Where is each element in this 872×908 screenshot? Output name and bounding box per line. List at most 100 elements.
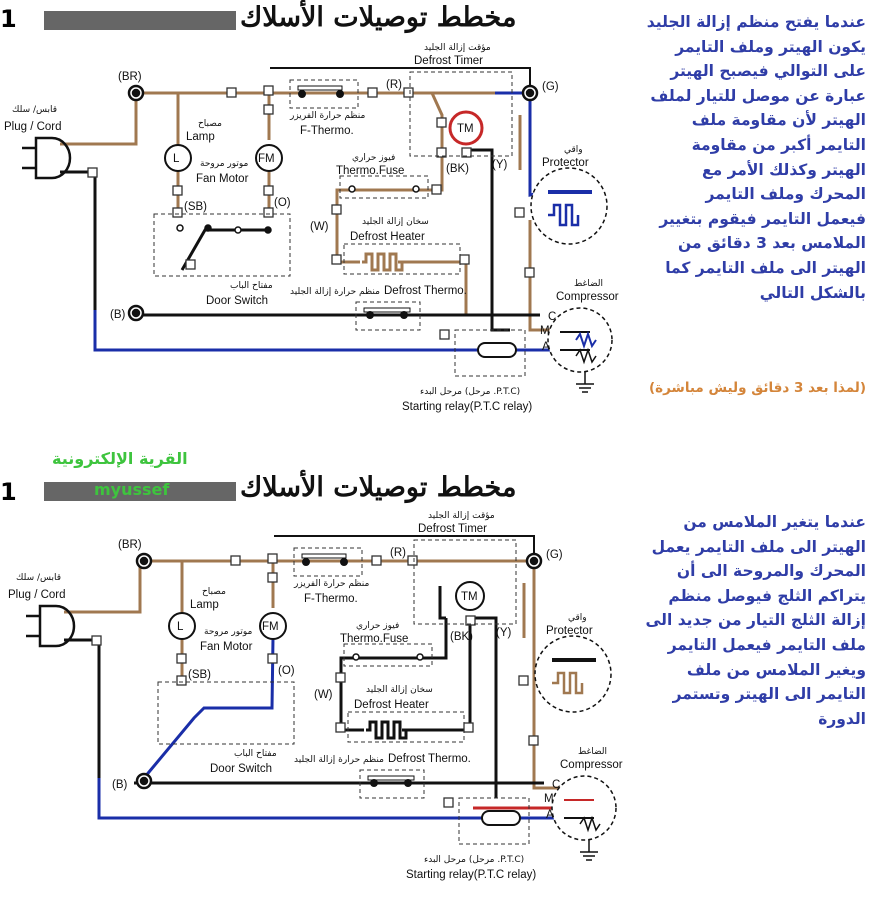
protector-icon <box>534 635 612 713</box>
compressor-icon <box>551 775 617 861</box>
note-line: الملامس بعد 3 دقائق من <box>678 234 866 253</box>
lamp-symbol: L <box>173 153 180 165</box>
sb-label: (SB) <box>188 669 211 681</box>
m-label: M <box>540 325 550 337</box>
site-name-arabic: القرية الإلكترونية <box>52 449 188 468</box>
b-label: (B) <box>112 779 128 791</box>
ptc-relay-icon <box>477 342 517 358</box>
fan-symbol: FM <box>258 153 275 165</box>
component-boxes-2 <box>157 539 530 845</box>
f-thermo-label-ar: منظم حرارة الفريزر <box>289 111 365 121</box>
heater-label: Defrost Heater <box>354 699 429 711</box>
d-thermo-label-ar: منظم حرارة إزالة الجليد <box>294 755 384 765</box>
bk-label: (BK) <box>450 631 473 643</box>
timer-symbol: TM <box>461 591 478 603</box>
f-thermo-label: F-Thermo. <box>304 593 358 605</box>
relay-label: Starting relay(P.T.C relay) <box>402 401 532 413</box>
o-label: (O) <box>274 197 291 209</box>
m-label: M <box>544 793 554 805</box>
timer-symbol: TM <box>457 123 474 135</box>
a-label: A <box>542 341 550 353</box>
d-thermo-label: Defrost Thermo. <box>388 753 471 765</box>
note-line: التايمر أكبر من مقاومة <box>691 135 866 154</box>
o-label: (O) <box>278 665 295 677</box>
fuse-label: Thermo.Fuse <box>336 165 404 177</box>
note-line: يتراكم الثلج فيوصل منظم <box>668 586 866 605</box>
timer-label-ar: مؤقت إزالة الجليد <box>424 43 491 53</box>
plug-icon <box>22 136 72 180</box>
lamp-label-ar: مصباح <box>202 587 226 597</box>
note-line: عندما يفتح منظم إزالة الجليد <box>646 13 866 31</box>
note-line: إزالة الثلج التيار من جديد الى <box>645 611 867 630</box>
component-boxes-1 <box>153 71 526 377</box>
f-thermo-icon <box>297 85 344 98</box>
note-line: عبارة عن موصل للتيار لملف <box>650 86 866 105</box>
explanation-note-top: عندما يفتح منظم إزالة الجليد يكون الهيتر… <box>622 10 866 305</box>
protector-icon <box>530 167 608 245</box>
door-switch-icon <box>176 224 272 234</box>
note-line: الهيتر لأن مقاومة ملف <box>691 111 866 130</box>
note-line: الهيتر الى ملف التايمر يعمل <box>651 537 866 556</box>
defrost-thermo-icon <box>367 775 415 787</box>
r-label: (R) <box>386 79 402 91</box>
timer-label-ar: مؤقت إزالة الجليد <box>428 511 495 521</box>
heater-icon <box>366 720 408 740</box>
fan-motor-icon <box>259 612 287 640</box>
note-line: فيعمل التايمر فيقوم بتغيير <box>659 209 866 228</box>
defrost-thermo-icon <box>363 307 411 319</box>
y-label: (Y) <box>496 627 512 639</box>
note-line: المحرك والمروحة الى أن <box>676 562 866 581</box>
compressor-label: Compressor <box>556 291 619 303</box>
compressor-label: Compressor <box>560 759 623 771</box>
protector-label: Protector <box>542 157 589 169</box>
note-line: بالشكل التالي <box>759 283 866 302</box>
diagram-number: 1 <box>0 5 17 33</box>
fan-label-ar: موتور مروحة <box>200 159 249 169</box>
lamp-label-ar: مصباح <box>198 119 222 129</box>
question-note: (لمذا بعد 3 دقائق وليش مباشرة) <box>649 380 866 396</box>
d-thermo-label: Defrost Thermo. <box>384 285 467 297</box>
f-thermo-icon <box>301 553 348 566</box>
fan-motor-icon <box>255 144 283 172</box>
title-bar <box>44 482 236 501</box>
door-switch-label: Door Switch <box>210 763 272 775</box>
thermo-fuse-icon <box>352 653 424 661</box>
diagram-number: 1 <box>0 478 17 506</box>
w-label: (W) <box>310 221 329 233</box>
lamp-label: Lamp <box>186 131 215 143</box>
note-line: ملف التايمر فيعمل التايمر <box>667 635 866 654</box>
fuse-label-ar: فيوز حراري <box>356 621 399 631</box>
y-label: (Y) <box>492 159 508 171</box>
br-label: (BR) <box>118 539 142 551</box>
protector-label-ar: واقي <box>564 145 583 155</box>
plug-label: Plug / Cord <box>8 589 66 601</box>
timer-label: Defrost Timer <box>418 523 487 535</box>
protector-label: Protector <box>546 625 593 637</box>
fan-label: Fan Motor <box>196 173 249 185</box>
relay-label: Starting relay(P.T.C relay) <box>406 869 536 881</box>
heater-icon <box>362 252 404 272</box>
plug-label: Plug / Cord <box>4 121 62 133</box>
note-line: على التوالي فيصبح الهيتر <box>670 62 866 81</box>
w-label: (W) <box>314 689 333 701</box>
c-label: C <box>548 311 556 323</box>
note-line: المحرك وملف التايمر <box>705 185 867 204</box>
protector-label-ar: واقي <box>568 613 587 623</box>
terminal-icons <box>135 552 543 790</box>
fan-label: Fan Motor <box>200 641 253 653</box>
br-label: (BR) <box>118 71 142 83</box>
note-line: ويغير الملامس من ملف <box>686 660 866 679</box>
b-label: (B) <box>110 309 126 321</box>
connectors-1 <box>87 85 535 340</box>
page-title: مخطط توصيلات الأسلاك <box>240 472 517 503</box>
g-label: (G) <box>542 81 559 93</box>
compressor-label-ar: الضاغط <box>574 279 603 289</box>
r-label: (R) <box>390 547 406 559</box>
d-thermo-label-ar: منظم حرارة إزالة الجليد <box>290 287 380 297</box>
g-label: (G) <box>546 549 563 561</box>
timer-icon <box>455 581 485 611</box>
fan-symbol: FM <box>262 621 279 633</box>
thermo-fuse-icon <box>348 185 420 193</box>
door-switch-label-ar: مفتاح الباب <box>234 749 277 759</box>
f-thermo-label-ar: منظم حرارة الفريزر <box>293 579 369 589</box>
